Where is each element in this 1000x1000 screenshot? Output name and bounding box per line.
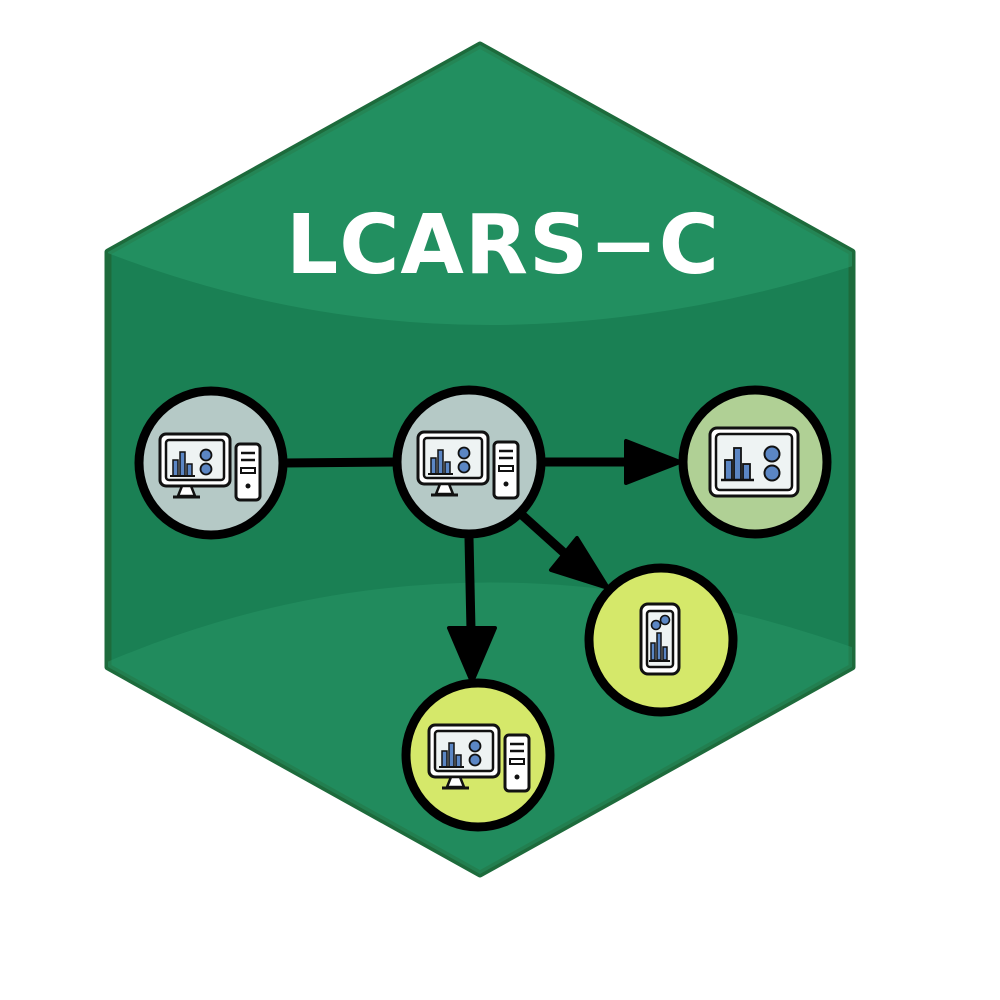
- edge-center-to-lower-right: [518, 511, 610, 590]
- node-right: [678, 385, 832, 539]
- diagram-edges: [283, 439, 682, 684]
- edge-left-to-center: [283, 457, 397, 468]
- edge-center-to-right: [545, 439, 682, 485]
- node-bottom: [401, 678, 555, 832]
- edge-center-to-bottom: [447, 537, 497, 684]
- node-left: [134, 386, 288, 540]
- arrowhead: [624, 439, 682, 485]
- mobile-phone-icon: [639, 602, 681, 676]
- arrowhead: [549, 536, 610, 590]
- logo-title: LCARS−C: [286, 198, 720, 293]
- dashboard-screen-icon: [708, 426, 800, 498]
- node-center: [392, 385, 546, 539]
- arrowhead: [447, 626, 497, 684]
- node-lower-right: [584, 563, 738, 717]
